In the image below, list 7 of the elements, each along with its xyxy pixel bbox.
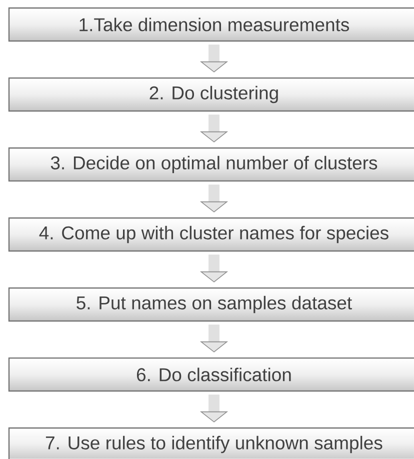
step-box: 6. Do classification [8, 357, 414, 392]
step-box: 4. Come up with cluster names for species [8, 217, 414, 252]
step-box: 1.Take dimension measurements [8, 7, 414, 42]
step-box: 5. Put names on samples dataset [8, 287, 414, 322]
step-box: 3. Decide on optimal number of clusters [8, 147, 414, 182]
step-box: 7. Use rules to identify unknown samples [8, 427, 414, 459]
step-box: 2. Do clustering [8, 77, 414, 112]
